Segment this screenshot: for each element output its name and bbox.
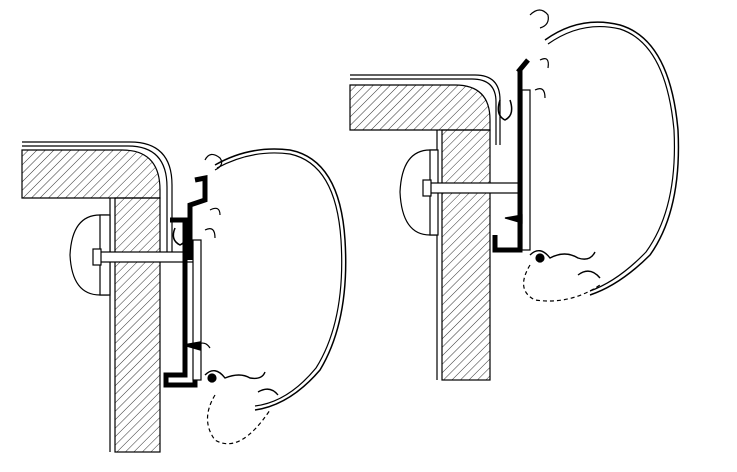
right-wall: [441, 129, 491, 381]
left-roof-edge-trim: [22, 141, 173, 255]
left-fabric-dashed: [206, 394, 271, 445]
right-installation: [349, 9, 680, 381]
right-bracket: [492, 58, 530, 253]
right-screw: [504, 214, 523, 224]
left-screw: [182, 341, 201, 351]
left-bolt: [94, 251, 196, 263]
left-installation: [21, 141, 347, 453]
left-wall: [114, 197, 161, 453]
right-fabric-dashed: [523, 264, 601, 302]
left-roof-slab: [21, 149, 161, 199]
right-awning-casing: [544, 21, 680, 296]
right-roof-edge-trim: [350, 74, 501, 145]
left-awning-casing: [214, 148, 347, 411]
right-roof-slab: [349, 84, 491, 131]
right-bolt: [424, 182, 526, 194]
